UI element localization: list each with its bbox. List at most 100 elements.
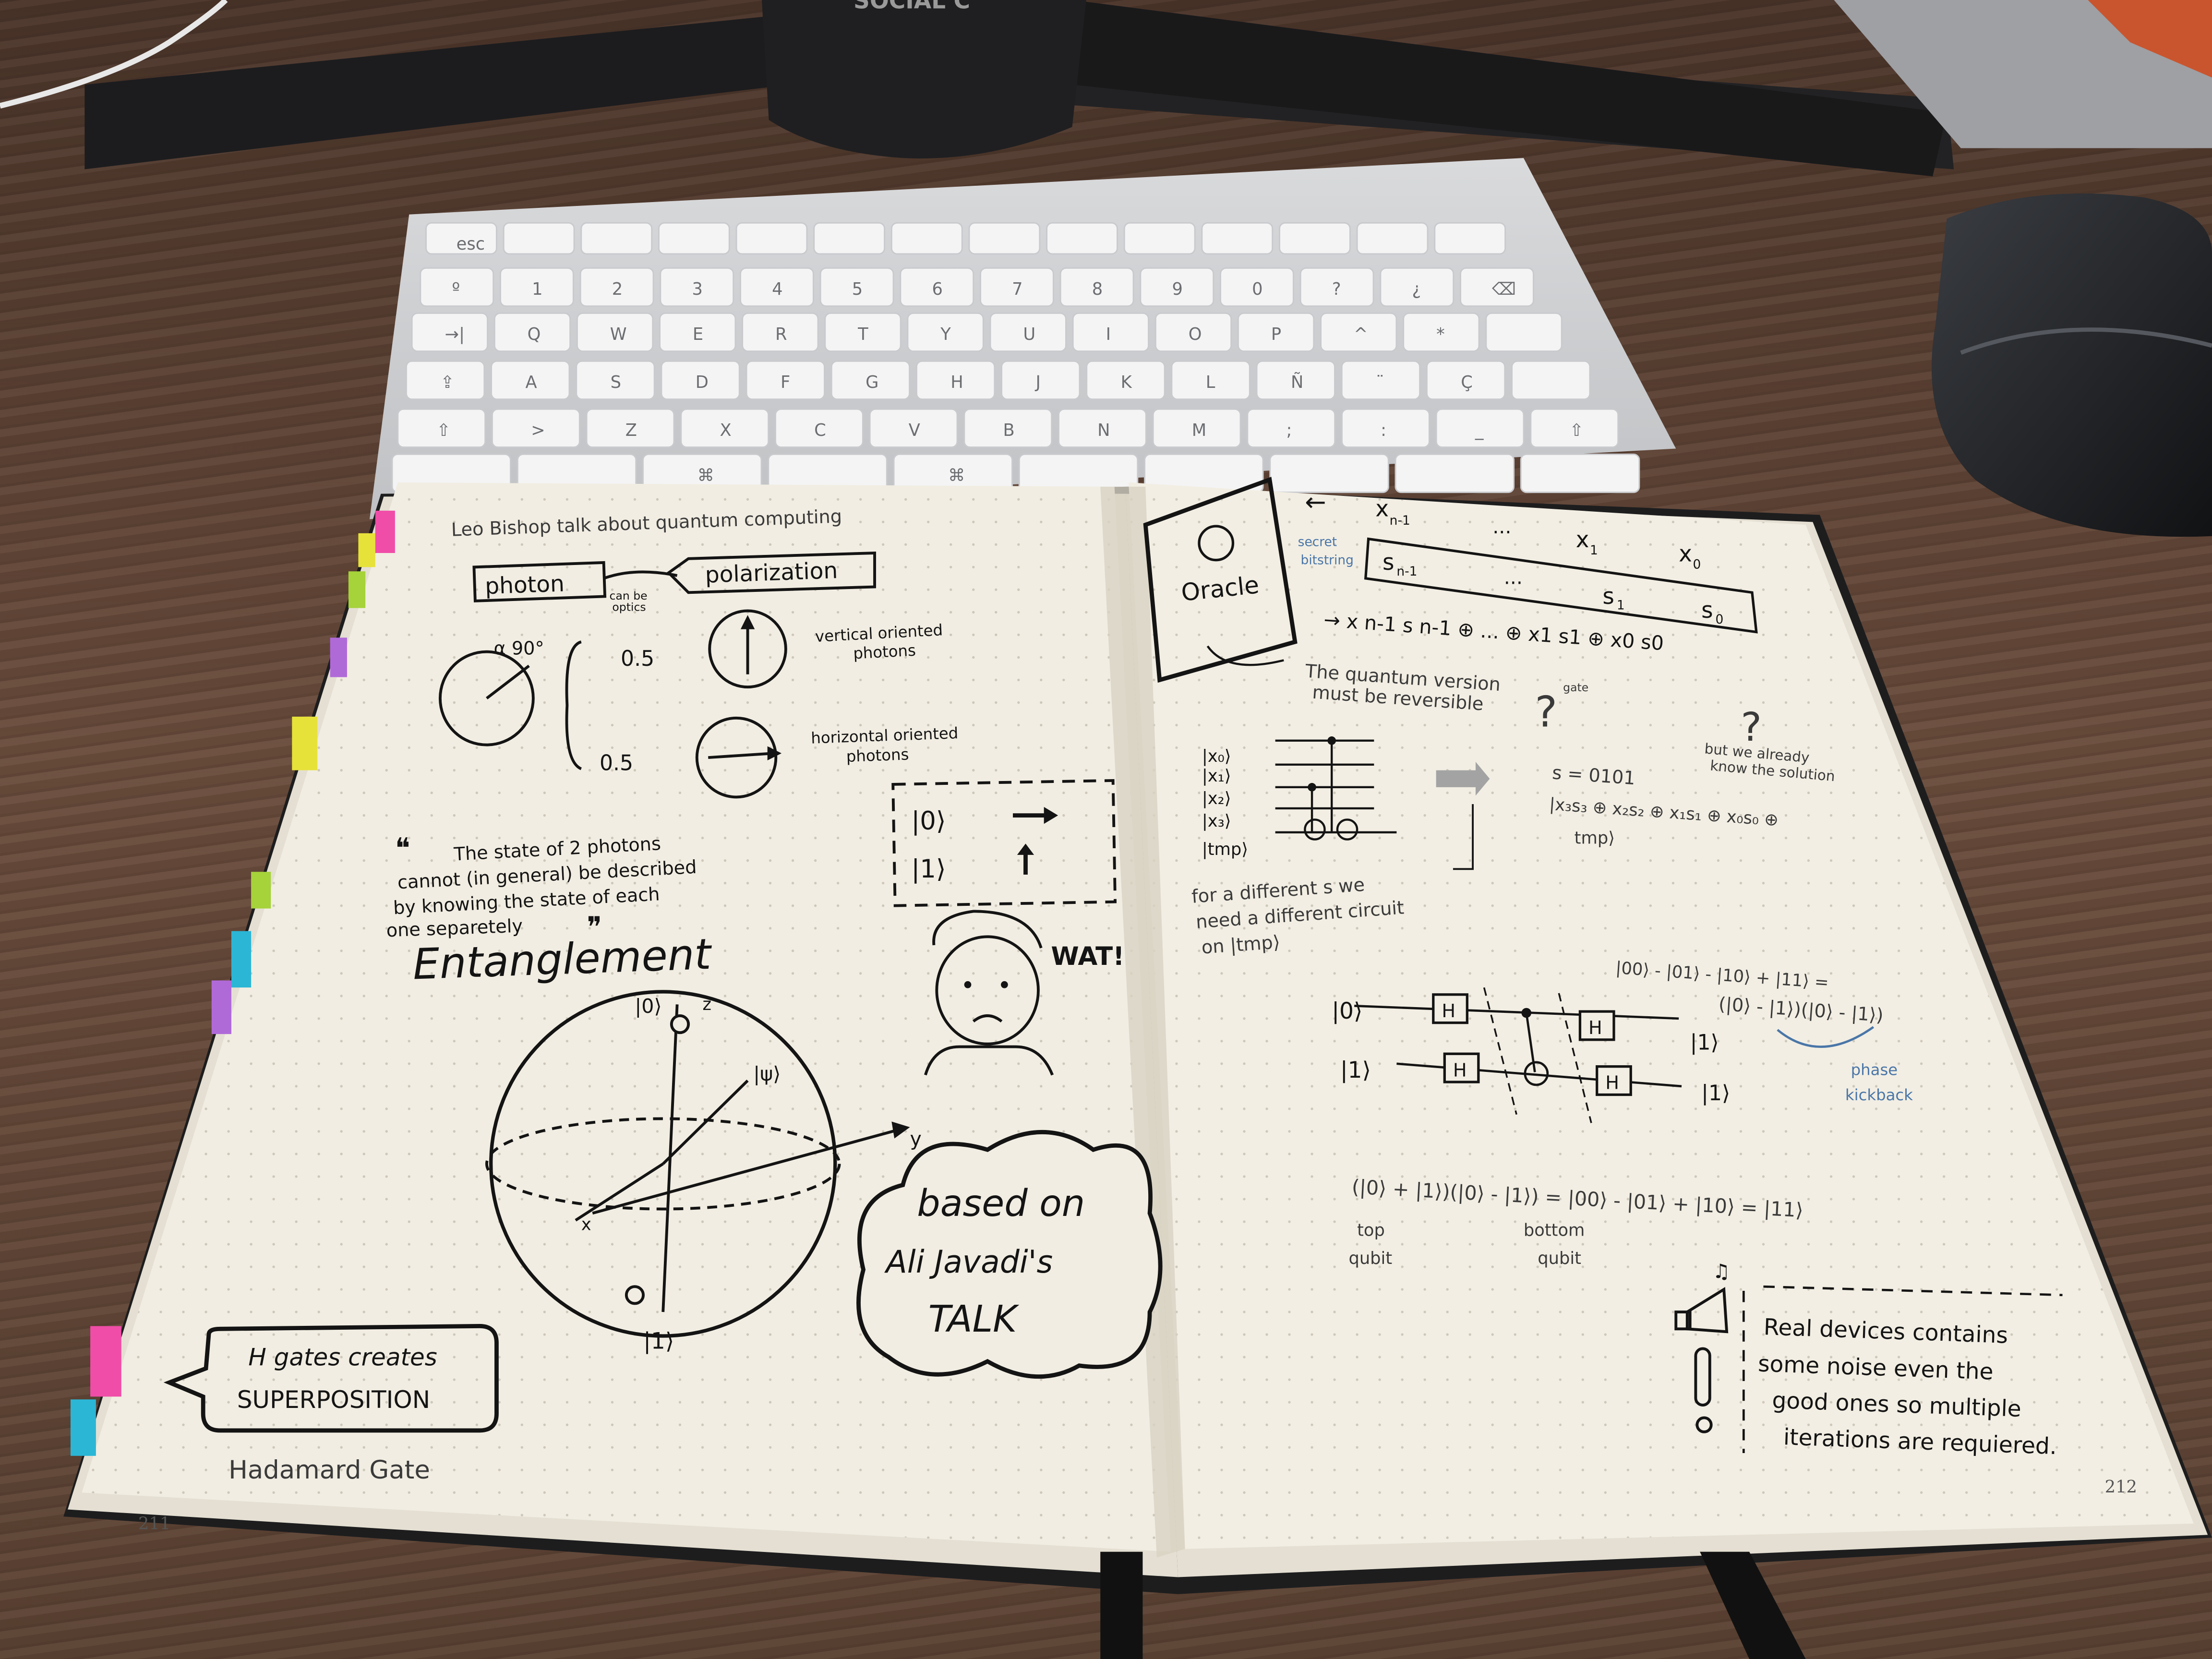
keyboard-key[interactable]: [890, 222, 963, 255]
keyboard-key[interactable]: [915, 360, 996, 400]
keyboard-key[interactable]: [586, 408, 675, 448]
keyboard-key[interactable]: [1152, 408, 1241, 448]
keyboard-key[interactable]: [968, 222, 1041, 255]
keyboard-key-label: ⇪: [440, 373, 455, 392]
keyboard-key[interactable]: [824, 312, 902, 352]
keyboard-key[interactable]: [1058, 408, 1147, 448]
keyboard-key[interactable]: [1356, 222, 1429, 255]
keyboard-key[interactable]: [1426, 360, 1506, 400]
keyboard-key[interactable]: [661, 360, 740, 400]
keyboard-key[interactable]: [491, 360, 570, 400]
keyboard-key[interactable]: [425, 222, 497, 255]
keyboard-key-label: Z: [625, 421, 637, 440]
keyboard-key[interactable]: [576, 360, 655, 400]
keyboard-key[interactable]: [1247, 408, 1336, 448]
keyboard-key[interactable]: [576, 312, 654, 352]
tab-green[interactable]: [348, 571, 366, 608]
keyboard-key[interactable]: [1140, 267, 1214, 307]
tab-pink[interactable]: [375, 510, 395, 553]
keyboard-key[interactable]: [499, 267, 574, 307]
keyboard-key[interactable]: [745, 360, 825, 400]
keyboard-key[interactable]: [830, 360, 911, 400]
tab-cyan[interactable]: [231, 931, 252, 988]
tab-yellow[interactable]: [292, 716, 318, 770]
keyboard-key[interactable]: [658, 222, 730, 255]
keyboard-key[interactable]: [1299, 267, 1374, 307]
computer-mouse[interactable]: [1931, 193, 2212, 537]
keyboard-key[interactable]: [1201, 222, 1274, 255]
vertical-photons-2: photons: [853, 641, 916, 663]
keyboard-key[interactable]: [580, 222, 653, 255]
keyboard-key[interactable]: [1320, 312, 1397, 352]
keyboard-key[interactable]: [420, 267, 494, 307]
keyboard-key[interactable]: [1511, 360, 1591, 400]
keyboard-key[interactable]: [1403, 312, 1480, 352]
keyboard-key[interactable]: [1086, 360, 1166, 400]
oracle-circuit: [1275, 736, 1397, 841]
keyboard-key[interactable]: [1434, 222, 1506, 255]
prob-top: 0.5: [621, 647, 654, 671]
keyboard-key[interactable]: [1001, 360, 1081, 400]
keyboard-key[interactable]: [411, 312, 489, 352]
left-page-content: Leo Bishop talk about quantum computing …: [138, 506, 1163, 1534]
keyboard-key[interactable]: [1460, 267, 1534, 307]
tab-yellow[interactable]: [358, 533, 375, 567]
keyboard-key[interactable]: [680, 408, 769, 448]
keyboard-key[interactable]: [1171, 360, 1250, 400]
keyboard-key[interactable]: [1520, 453, 1640, 493]
keyboard-key[interactable]: [819, 267, 894, 307]
keyboard-key[interactable]: [869, 408, 958, 448]
keyboard-key[interactable]: [1435, 408, 1525, 448]
secret-label-2: bitstring: [1301, 553, 1354, 568]
keyboard-key[interactable]: [1279, 222, 1351, 255]
s-0-sub: 0: [1716, 612, 1724, 627]
keyboard-key[interactable]: [1485, 312, 1563, 352]
tab-cyan[interactable]: [70, 1399, 96, 1456]
keyboard-key[interactable]: [1219, 267, 1294, 307]
keyboard-key[interactable]: [1530, 408, 1619, 448]
keyboard-key[interactable]: [979, 267, 1054, 307]
keyboard-key[interactable]: [739, 267, 814, 307]
keyboard-key[interactable]: [1256, 360, 1335, 400]
keyboard-key[interactable]: [1237, 312, 1315, 352]
tab-purple[interactable]: [211, 980, 231, 1034]
keyboard-key[interactable]: [907, 312, 984, 352]
keyboard-key[interactable]: [900, 267, 974, 307]
keyboard-key[interactable]: [1123, 222, 1196, 255]
keyboard-key[interactable]: [1072, 312, 1150, 352]
keyboard-key[interactable]: [742, 312, 819, 352]
keyboard-key[interactable]: [503, 222, 575, 255]
keyboard-key[interactable]: [735, 222, 808, 255]
polarization-label: polarization: [705, 557, 838, 589]
tab-green[interactable]: [251, 872, 271, 909]
confused-face-doodle: [924, 910, 1054, 1076]
keyboard-key[interactable]: [1154, 312, 1232, 352]
keyboard-key[interactable]: [659, 312, 736, 352]
keyboard-key[interactable]: [1269, 453, 1389, 493]
keyboard-key[interactable]: [1380, 267, 1455, 307]
keyboard-key[interactable]: [1395, 453, 1515, 493]
keyboard-key[interactable]: [579, 267, 654, 307]
tab-pink[interactable]: [90, 1326, 121, 1397]
keyboard-key[interactable]: [963, 408, 1053, 448]
out-ket-1b: |1⟩: [1701, 1081, 1730, 1106]
keyboard-key[interactable]: [989, 312, 1067, 352]
keyboard-key[interactable]: [493, 312, 571, 352]
keyboard-key[interactable]: [660, 267, 734, 307]
keyboard-key-label: 7: [1012, 279, 1022, 299]
keyboard-key[interactable]: [813, 222, 886, 255]
keyboard-key[interactable]: [405, 360, 485, 400]
keyboard-key[interactable]: [1341, 360, 1421, 400]
keyboard-key-label: M: [1192, 421, 1206, 440]
tab-purple[interactable]: [330, 637, 347, 677]
keyboard-key[interactable]: [1341, 408, 1430, 448]
keyboard-key[interactable]: [397, 408, 486, 448]
keyboard-key-label: W: [610, 325, 627, 344]
keyboard-key[interactable]: [1046, 222, 1118, 255]
keyboard-key[interactable]: [1059, 267, 1134, 307]
keyboard-key[interactable]: [491, 408, 580, 448]
bubble-line-2: SUPERPOSITION: [237, 1386, 430, 1414]
keyboard-key[interactable]: [774, 408, 864, 448]
